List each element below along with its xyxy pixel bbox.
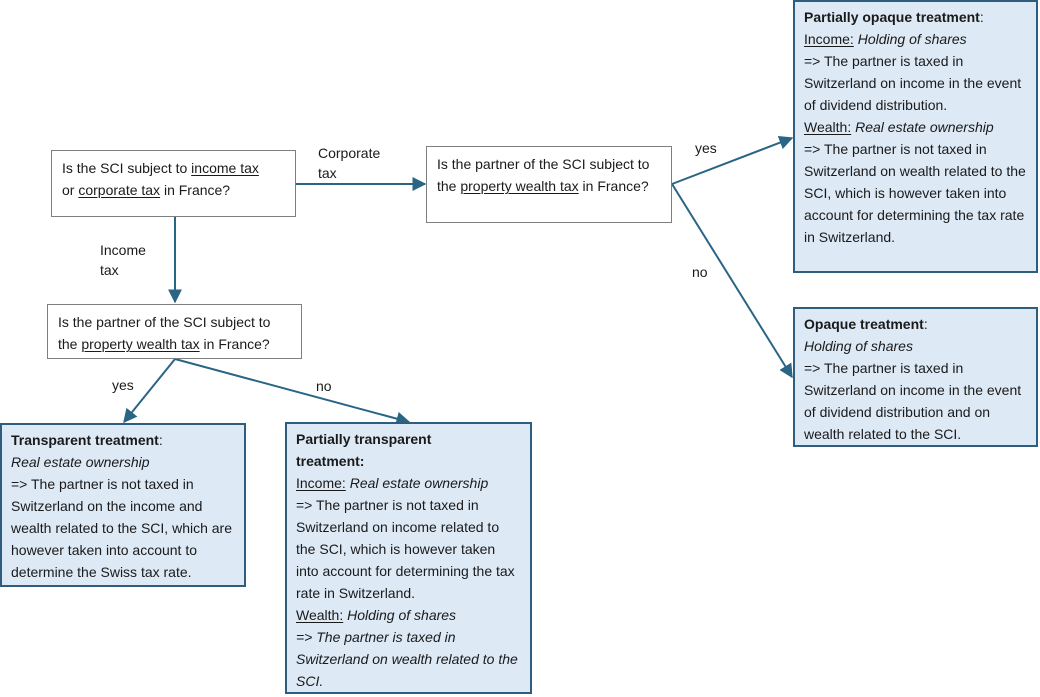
label-income-tax: Income tax: [100, 242, 146, 278]
result-title: Transparent treatment: [11, 432, 159, 448]
label-yes-top: yes: [695, 140, 717, 156]
arrow-no-opaque: [671, 183, 793, 379]
label-corporate-tax: Corporate tax: [318, 145, 381, 181]
corporate-tax-term: corporate tax: [78, 182, 161, 198]
income-tax-term: income tax: [191, 160, 259, 176]
question-wealth-tax-income: Is the partner of the SCI subject to the…: [47, 304, 302, 359]
result-title: Opaque treatment: [804, 316, 924, 332]
result-opaque: Opaque treatment: Holding of shares => T…: [793, 307, 1038, 447]
label-no-right: no: [692, 264, 708, 280]
arrow-yes-transparent: [123, 358, 176, 424]
result-partially-opaque: Partially opaque treatment: Income: Hold…: [793, 0, 1038, 273]
label-yes-left: yes: [112, 377, 134, 393]
result-title: Partially transparent treatment:: [296, 431, 432, 469]
arrow-yes-partially-opaque: [671, 135, 794, 185]
question-wealth-tax-corporate: Is the partner of the SCI subject to the…: [426, 146, 672, 223]
result-partially-transparent: Partially transparent treatment: Income:…: [285, 422, 532, 694]
arrow-no-partially-transparent: [174, 358, 411, 426]
result-title: Partially opaque treatment: [804, 9, 980, 25]
label-no-mid: no: [316, 378, 332, 394]
property-wealth-tax-term: property wealth tax: [81, 336, 200, 352]
result-transparent: Transparent treatment: Real estate owner…: [0, 423, 246, 587]
property-wealth-tax-term: property wealth tax: [460, 178, 579, 194]
question-tax-regime: Is the SCI subject to income tax or corp…: [51, 150, 296, 217]
